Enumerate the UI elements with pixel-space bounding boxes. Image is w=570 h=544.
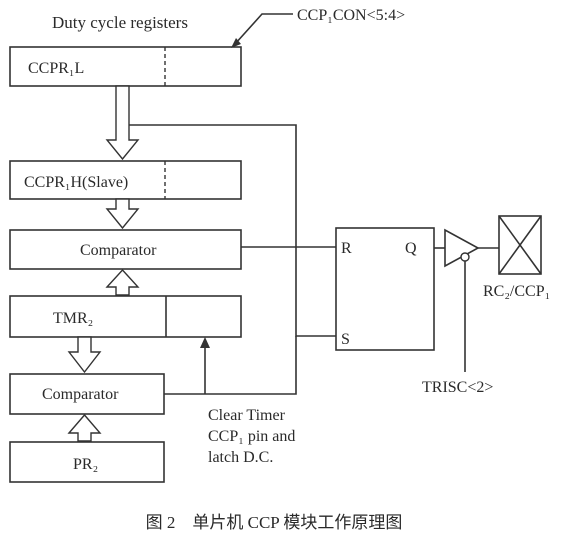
ccp-con-label: CCP₁CON<5:4> — [297, 7, 405, 24]
clear-timer-line3: latch D.C. — [208, 449, 273, 466]
pr2-label: PR₂ — [73, 456, 98, 473]
sr-latch — [335, 227, 435, 351]
wire-bottom-comparator-to-s — [164, 336, 297, 395]
pr2-register — [9, 441, 165, 483]
latch-r-label: R — [341, 240, 352, 257]
clear-timer-line2: CCP₁ pin and — [208, 428, 295, 445]
pin-box — [498, 215, 542, 275]
arrow-ccpr1h-to-comparator — [105, 198, 140, 230]
arrow-tmr2-to-comparator — [105, 268, 140, 296]
pin-label: RC₂/CCP₁ — [483, 283, 550, 300]
tmr2-register — [9, 295, 242, 338]
latch-q-label: Q — [405, 240, 417, 257]
figure-caption: 图 2 单片机 CCP 模块工作原理图 — [146, 513, 403, 532]
buffer-enable-bubble — [460, 252, 470, 262]
arrow-pr2-to-comparator — [67, 413, 102, 442]
ccp-con-arrowhead — [231, 38, 241, 48]
latch-s-label: S — [341, 331, 350, 348]
arrow-ccpr1l-to-ccpr1h — [105, 85, 140, 161]
top-comparator — [9, 229, 242, 270]
bottom-comparator-label: Comparator — [42, 386, 119, 403]
clear-timer-line1: Clear Timer — [208, 407, 286, 424]
top-comparator-label: Comparator — [80, 242, 157, 259]
tmr2-label: TMR₂ — [53, 310, 93, 327]
ccp-con-leader — [234, 13, 293, 45]
trisc-label: TRISC<2> — [422, 379, 493, 396]
wire-ccpr1l-to-s — [129, 124, 336, 337]
ccpr1l-label: CCPR₁L — [28, 60, 84, 77]
ccpr1h-label: CCPR₁H(Slave) — [24, 174, 128, 191]
pin-x-2 — [498, 215, 542, 275]
clear-timer-arrowhead — [200, 337, 210, 348]
tristate-buffer — [444, 228, 480, 268]
arrow-tmr2-to-bottom-comparator — [67, 336, 102, 374]
duty-cycle-label: Duty cycle registers — [52, 13, 188, 32]
